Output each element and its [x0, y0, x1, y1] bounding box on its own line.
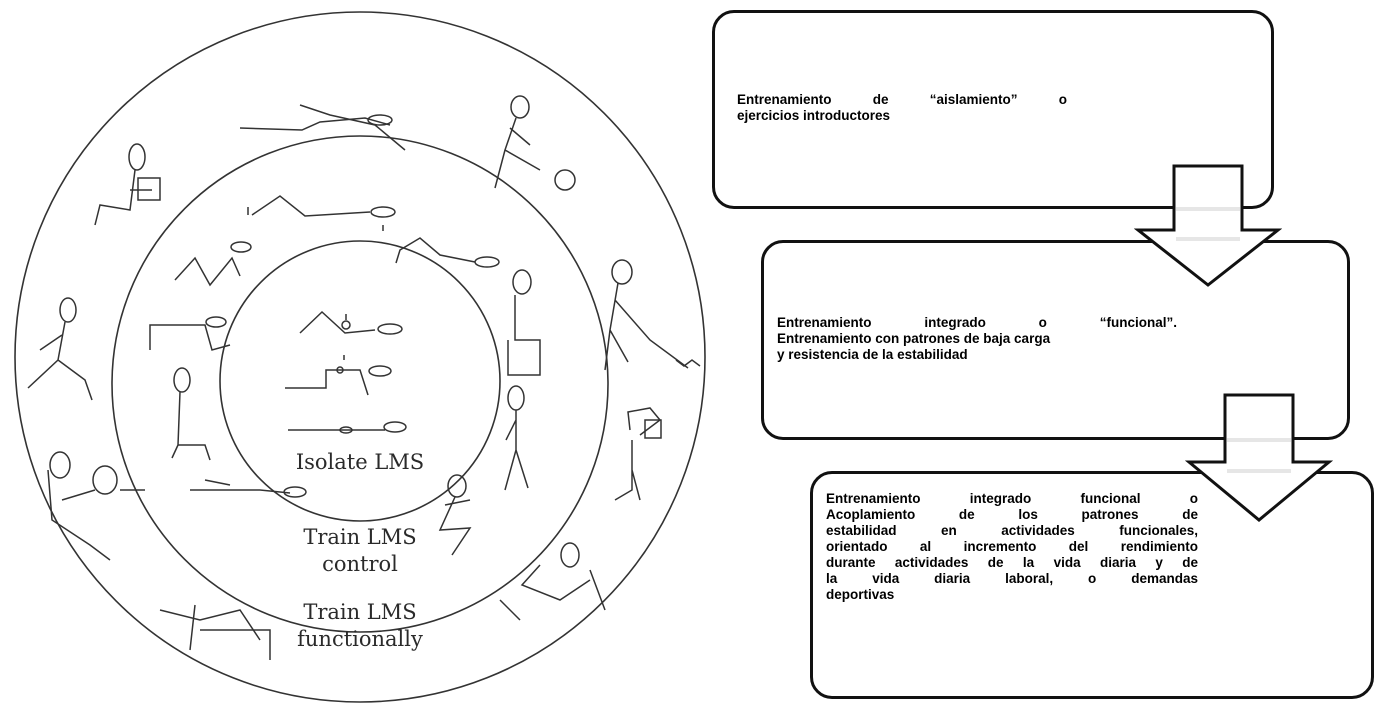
down-arrow-1 [1134, 164, 1282, 287]
figure-standing-head [507, 385, 525, 411]
figure-bridge [251, 195, 371, 217]
flow-step-3-line: estabilidad en actividades funcionales, [826, 523, 1198, 538]
flow-step-1-text: Entrenamiento de “aislamiento” o ejercic… [737, 92, 1067, 124]
flow-step-2-line: Entrenamiento con patrones de baja carga [777, 331, 1051, 346]
figure-bridge-inner [299, 310, 376, 334]
middle-ring-label-line-2: control [322, 552, 398, 576]
figure-side-lying [190, 489, 291, 494]
middle-ring-label: Train LMS control [272, 524, 448, 578]
flow-step-2-text: Entrenamiento integrado o “funcional”. E… [777, 315, 1177, 363]
flow-step-1-line: ejercicios introductores [737, 108, 891, 123]
figure-raking [611, 259, 633, 285]
outer-ring [14, 11, 706, 703]
figure-floor-lying [239, 117, 391, 131]
inner-ring-label: Isolate LMS [272, 449, 448, 476]
outer-ring-label-line-1: Train LMS [303, 600, 417, 624]
circle-diagram-graphic [14, 11, 706, 703]
flow-step-3-box: Entrenamiento integrado funcional o Acop… [810, 471, 1374, 699]
figure-step [149, 324, 231, 351]
figure-soccer-kick [510, 95, 530, 119]
flow-step-3-line: la vida diaria laboral, o demandas [826, 571, 1198, 586]
figure-prone-arm [395, 237, 476, 264]
inner-ring [219, 240, 501, 522]
flow-step-3-line: Acoplamiento de los patrones de [826, 507, 1198, 522]
figure-squat-head [447, 474, 467, 498]
figure-driving [49, 451, 71, 479]
outer-activity-figures [27, 95, 701, 660]
flow-step-3-line: durante actividades de la vida diaria y … [826, 555, 1198, 570]
flow-step-1-line: Entrenamiento de “aislamiento” o [737, 92, 1067, 107]
flow-step-3-line: orientado al incremento del rendimiento [826, 539, 1198, 554]
outer-ring-label: Train LMS functionally [262, 599, 458, 653]
flow-step-2-line: Entrenamiento integrado o “funcional”. [777, 315, 1177, 330]
flow-step-3-text: Entrenamiento integrado funcional o Acop… [826, 491, 1198, 603]
flow-step-3-line: deportivas [826, 587, 895, 602]
flow-step-2-line: y resistencia de la estabilidad [777, 347, 968, 362]
flow-step-3-line: Entrenamiento integrado funcional o [826, 491, 1198, 506]
middle-exercise-figures [149, 195, 541, 556]
figure-seated-head [512, 269, 532, 295]
outer-ring-label-line-2: functionally [297, 627, 423, 651]
lms-circle-diagram: Isolate LMS Train LMS control Train LMS … [14, 11, 706, 703]
inner-exercise-figures [285, 310, 407, 434]
figure-bending [560, 542, 580, 568]
figure-bed-transfer [159, 604, 261, 651]
inner-ring-label-text: Isolate LMS [295, 450, 425, 474]
middle-ring [111, 135, 609, 633]
figure-carrying [627, 407, 662, 436]
down-arrow-2 [1185, 393, 1333, 522]
figure-head [377, 323, 403, 335]
middle-ring-label-line-1: Train LMS [303, 525, 417, 549]
figure-running [59, 297, 77, 323]
flow-step-1-box: Entrenamiento de “aislamiento” o ejercic… [712, 10, 1274, 209]
figure-quadruped [174, 256, 241, 287]
figure-fourpoint-inner [285, 369, 369, 396]
figure-lifting-box [128, 143, 146, 171]
